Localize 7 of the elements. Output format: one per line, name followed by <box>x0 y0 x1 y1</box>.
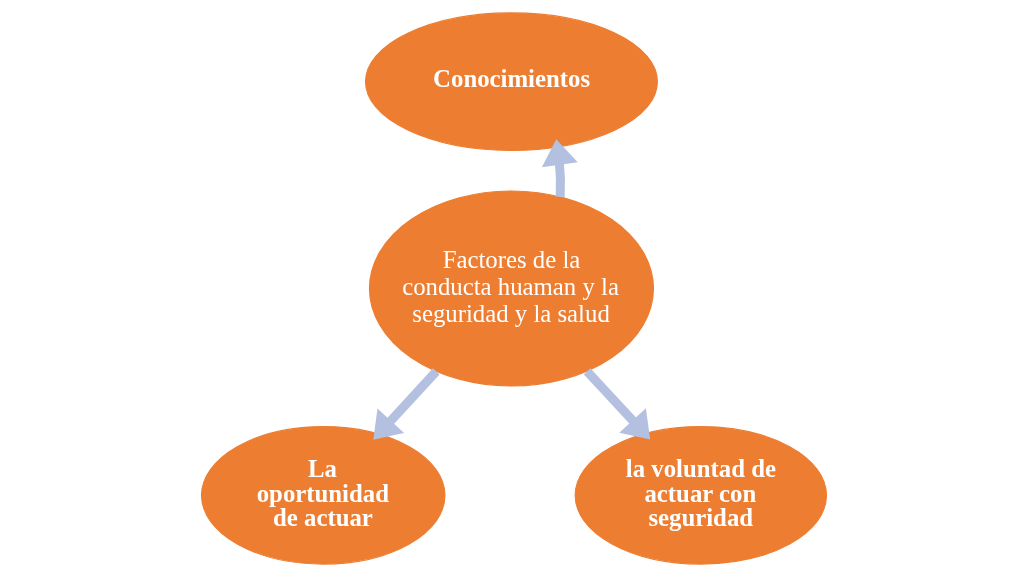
arrow <box>541 139 578 198</box>
node-ellipse: Conocimientos <box>364 12 658 151</box>
node-ellipse: Factores de la conducta huaman y la seguridad y la salud <box>368 190 654 387</box>
node-ellipse: la voluntad de actuar con seguridad <box>574 426 827 565</box>
arrow <box>372 368 440 440</box>
arrow <box>583 368 650 440</box>
node-ellipse: La oportunidad de actuar <box>200 426 446 565</box>
